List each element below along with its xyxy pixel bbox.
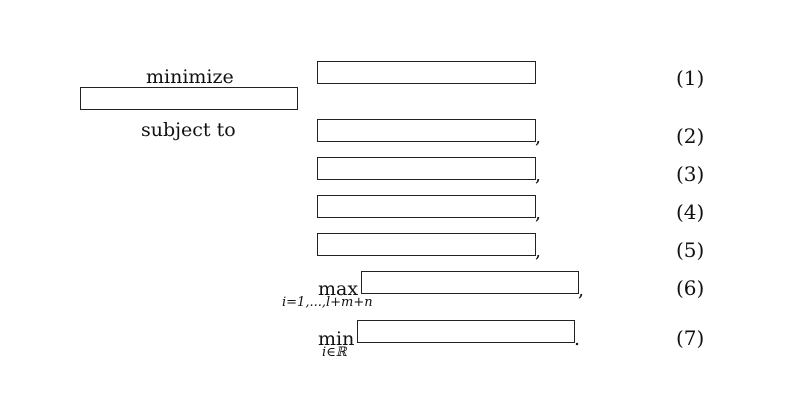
objective-box xyxy=(317,61,536,84)
equation-number-1: (1) xyxy=(676,66,705,90)
min-subscript: i∈ℝ xyxy=(322,345,347,360)
comma: , xyxy=(535,164,542,186)
equation-number-7: (7) xyxy=(676,326,705,350)
subject-to-label: subject to xyxy=(141,119,236,141)
max-operator: max xyxy=(318,278,359,300)
min-operator: min xyxy=(318,328,355,350)
comma: , xyxy=(535,202,542,224)
max-subscript: i=1,...,l+m+n xyxy=(282,295,373,310)
constraint-box-7 xyxy=(357,320,575,343)
equation-number-6: (6) xyxy=(676,276,705,300)
constraint-box-5 xyxy=(317,233,536,256)
constraint-box-3 xyxy=(317,157,536,180)
period: . xyxy=(574,328,581,350)
equation-number-2: (2) xyxy=(676,124,705,148)
comma: , xyxy=(535,126,542,148)
comma: , xyxy=(535,240,542,262)
variable-box xyxy=(80,87,298,110)
comma: , xyxy=(578,279,585,301)
constraint-box-4 xyxy=(317,195,536,218)
equation-number-3: (3) xyxy=(676,162,705,186)
minimize-label: minimize xyxy=(146,66,234,88)
constraint-box-6 xyxy=(361,271,579,294)
equation-number-5: (5) xyxy=(676,238,705,262)
constraint-box-2 xyxy=(317,119,536,142)
equation-number-4: (4) xyxy=(676,200,705,224)
